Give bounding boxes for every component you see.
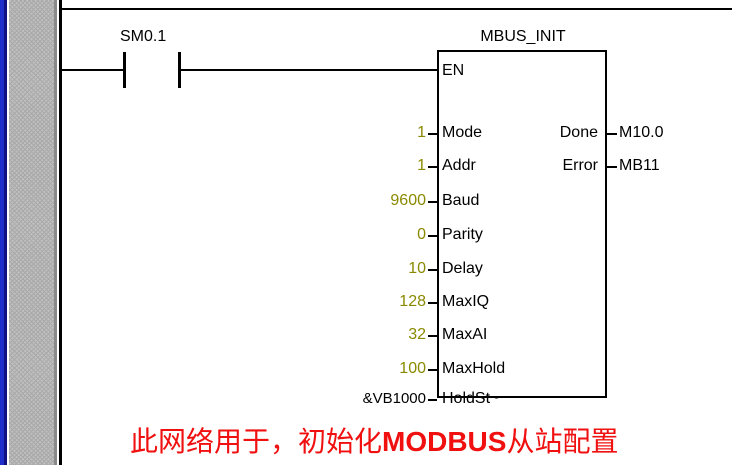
- input-value-holdstart[interactable]: &VB1000: [362, 390, 426, 407]
- input-pin-addr: Addr: [442, 157, 476, 174]
- input-pin-parity: Parity: [442, 226, 483, 243]
- input-value-maxiq[interactable]: 128: [399, 293, 426, 310]
- input-value-maxai[interactable]: 32: [408, 326, 426, 343]
- input-stub: [428, 269, 437, 271]
- rung-wire-right: [181, 69, 437, 71]
- input-stub: [428, 399, 437, 401]
- output-stub: [607, 166, 617, 168]
- input-stub: [428, 335, 437, 337]
- input-pin-maxiq: MaxIQ: [442, 293, 490, 310]
- comment-text-2: 从站配置: [506, 426, 619, 457]
- input-stub: [428, 201, 437, 203]
- block-title[interactable]: MBUS_INIT: [480, 28, 566, 45]
- input-stub: [428, 302, 437, 304]
- network-comment[interactable]: 此网络用于，初始化MODBUS从站配置: [130, 420, 618, 460]
- rung-wire-left: [62, 69, 124, 71]
- input-pin-holdstart: HoldSt~: [442, 390, 500, 407]
- output-stub: [607, 133, 617, 135]
- input-value-mode[interactable]: 1: [417, 124, 426, 141]
- contact-address[interactable]: SM0.1: [120, 28, 167, 45]
- input-value-baud[interactable]: 9600: [390, 192, 426, 209]
- network-gutter[interactable]: [9, 0, 54, 465]
- power-rail: [59, 0, 62, 465]
- contact-left-bar[interactable]: [123, 52, 126, 88]
- gutter-edge: [54, 0, 57, 465]
- input-pin-delay: Delay: [442, 260, 483, 277]
- output-value-error[interactable]: MB11: [619, 157, 660, 174]
- input-pin-maxhold: MaxHold: [442, 360, 506, 377]
- input-pin-maxai: MaxAI: [442, 326, 488, 343]
- en-pin-label: EN: [442, 62, 465, 79]
- comment-text-bold: MODBUS: [382, 426, 507, 457]
- input-pin-baud: Baud: [442, 192, 480, 209]
- output-value-done[interactable]: M10.0: [619, 124, 664, 141]
- mbus-init-block[interactable]: [437, 50, 607, 398]
- input-value-addr[interactable]: 1: [417, 157, 426, 174]
- comment-text-1: 此网络用于，初始化: [130, 426, 383, 457]
- input-stub: [428, 166, 437, 168]
- editor-left-edge-white: [7, 0, 9, 465]
- input-stub: [428, 235, 437, 237]
- network-top-border: [62, 8, 732, 10]
- editor-left-edge-dark: [4, 0, 7, 465]
- input-value-maxhold[interactable]: 100: [399, 360, 426, 377]
- input-stub: [428, 369, 437, 371]
- output-pin-done: Done: [559, 124, 598, 141]
- editor-left-edge: [0, 0, 4, 465]
- output-pin-error: Error: [562, 157, 598, 174]
- input-stub: [428, 133, 437, 135]
- input-pin-mode: Mode: [442, 124, 483, 141]
- contact-right-bar[interactable]: [178, 52, 181, 88]
- input-value-parity[interactable]: 0: [417, 226, 426, 243]
- input-value-delay[interactable]: 10: [408, 260, 426, 277]
